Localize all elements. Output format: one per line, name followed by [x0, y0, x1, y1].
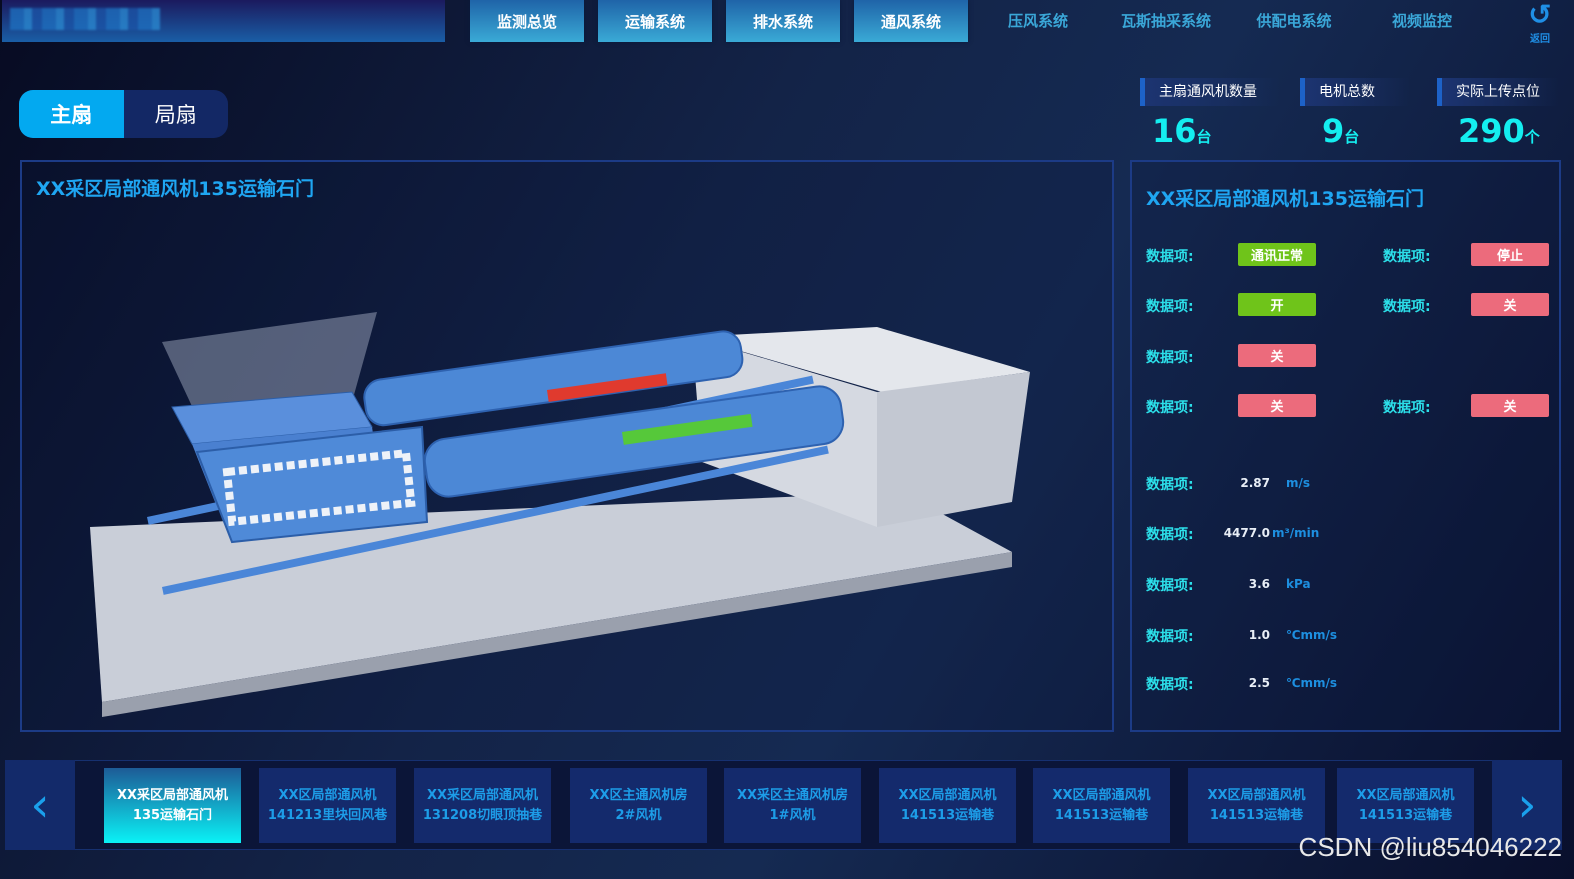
status-badge: 停止 [1471, 243, 1549, 266]
status-badge: 关 [1238, 344, 1316, 367]
watermark: CSDN @liu854046222 [1298, 832, 1562, 862]
data-item-unit: m/s [1286, 476, 1311, 490]
panel-title: XX采区局部通风机135运输石门 [1146, 188, 1424, 210]
data-item-label: 数据项: [1146, 578, 1194, 594]
tab-transport[interactable]: 运输系统 [598, 0, 712, 42]
status-badge: 关 [1471, 394, 1549, 417]
data-item-label: 数据项: [1146, 400, 1194, 416]
item-name: XX采区局部通风机 [426, 787, 539, 803]
stat-label: 主扇通风机数量 [1140, 78, 1280, 106]
carousel-item[interactable]: XX区局部通风机 141513运输巷 [879, 768, 1016, 843]
nav-compressed-air[interactable]: 压风系统 [1007, 12, 1068, 30]
status-badge: 通讯正常 [1238, 243, 1316, 266]
carousel-item[interactable]: XX采区局部通风机 131208切眼顶抽巷 [414, 768, 551, 843]
return-icon: ↺ [1528, 0, 1552, 31]
carousel-item[interactable]: XX区局部通风机 141213里块回风巷 [259, 768, 396, 843]
item-name: XX采区主通风机房 [736, 787, 849, 803]
stat-label: 实际上传点位 [1437, 78, 1559, 106]
data-item-value: 2.5 [1248, 676, 1270, 690]
chevron-left-icon: ‹ [30, 777, 50, 833]
item-name: XX区局部通风机 [1207, 787, 1306, 803]
item-name: XX区局部通风机 [1356, 787, 1455, 803]
stat-value: 9台 [1322, 112, 1360, 150]
item-name: XX采区局部通风机 [116, 787, 229, 803]
data-item-unit: ℃mm/s [1286, 628, 1338, 642]
data-item-value: 4477.0 [1223, 526, 1270, 540]
data-item-value: 2.87 [1240, 476, 1270, 490]
item-location: 141513运输巷 [1209, 807, 1304, 823]
data-item-unit: m³/min [1272, 526, 1320, 540]
status-badge: 开 [1238, 293, 1316, 316]
item-name: XX区局部通风机 [898, 787, 997, 803]
stat-value: 16台 [1152, 112, 1212, 150]
item-location: 141213里块回风巷 [267, 807, 388, 823]
fan-type-toggle: 主扇 局扇 [19, 90, 228, 138]
toggle-local-fan[interactable]: 局扇 [154, 103, 197, 127]
data-item-unit: ℃mm/s [1286, 676, 1338, 690]
data-item-label: 数据项: [1383, 400, 1431, 416]
app-logo-blurred [2, 0, 445, 42]
nav-power-supply[interactable]: 供配电系统 [1256, 12, 1332, 30]
return-button[interactable]: ↺ 返回 [1522, 0, 1558, 45]
carousel-item[interactable]: XX区局部通风机 141513运输巷 [1337, 768, 1474, 843]
item-location: 141513运输巷 [1358, 807, 1453, 823]
item-name: XX区局部通风机 [278, 787, 377, 803]
carousel-item[interactable]: XX区局部通风机 141513运输巷 [1188, 768, 1325, 843]
panel-title: XX采区局部通风机135运输石门 [36, 178, 314, 200]
data-item-label: 数据项: [1146, 477, 1194, 493]
item-location: 131208切眼顶抽巷 [422, 807, 543, 823]
data-item-value: 1.0 [1248, 628, 1270, 642]
status-badge: 关 [1471, 293, 1549, 316]
item-location: 1#风机 [769, 807, 816, 823]
carousel-next-button[interactable]: › [1492, 760, 1562, 850]
carousel-item[interactable]: XX采区主通风机房 1#风机 [724, 768, 861, 843]
nav-video[interactable]: 视频监控 [1391, 12, 1452, 30]
tab-ventilation[interactable]: 通风系统 [854, 0, 968, 42]
carousel-item[interactable]: XX采区局部通风机 135运输石门 [104, 768, 241, 843]
nav-gas-drainage[interactable]: 瓦斯抽采系统 [1120, 12, 1211, 30]
data-item-unit: kPa [1286, 577, 1311, 591]
item-name: XX区主通风机房 [589, 787, 688, 803]
data-item-label: 数据项: [1146, 527, 1194, 543]
carousel-item[interactable]: XX区局部通风机 141513运输巷 [1033, 768, 1170, 843]
item-location: 141513运输巷 [1054, 807, 1149, 823]
data-item-value: 3.6 [1248, 577, 1270, 591]
item-location: 2#风机 [615, 807, 662, 823]
stat-label: 电机总数 [1300, 78, 1410, 106]
item-location: 141513运输巷 [900, 807, 995, 823]
data-item-label: 数据项: [1146, 629, 1194, 645]
carousel-item[interactable]: XX区主通风机房 2#风机 [570, 768, 707, 843]
tab-drainage[interactable]: 排水系统 [726, 0, 840, 42]
data-item-label: 数据项: [1146, 350, 1194, 366]
toggle-main-fan[interactable]: 主扇 [19, 90, 124, 138]
stat-value: 290个 [1458, 112, 1540, 150]
fan-3d-model [90, 312, 1030, 717]
data-item-label: 数据项: [1146, 299, 1194, 315]
return-label: 返回 [1530, 34, 1550, 45]
item-location: 135运输石门 [132, 807, 213, 823]
data-item-label: 数据项: [1383, 299, 1431, 315]
data-item-label: 数据项: [1146, 677, 1194, 693]
item-name: XX区局部通风机 [1052, 787, 1151, 803]
chevron-right-icon: › [1517, 777, 1537, 833]
tab-monitor-overview[interactable]: 监测总览 [470, 0, 584, 42]
carousel-prev-button[interactable]: ‹ [5, 760, 75, 850]
data-item-label: 数据项: [1146, 249, 1194, 265]
status-badge: 关 [1238, 394, 1316, 417]
data-item-label: 数据项: [1383, 249, 1431, 265]
fan-3d-view-panel: XX采区局部通风机135运输石门 [20, 160, 1114, 732]
